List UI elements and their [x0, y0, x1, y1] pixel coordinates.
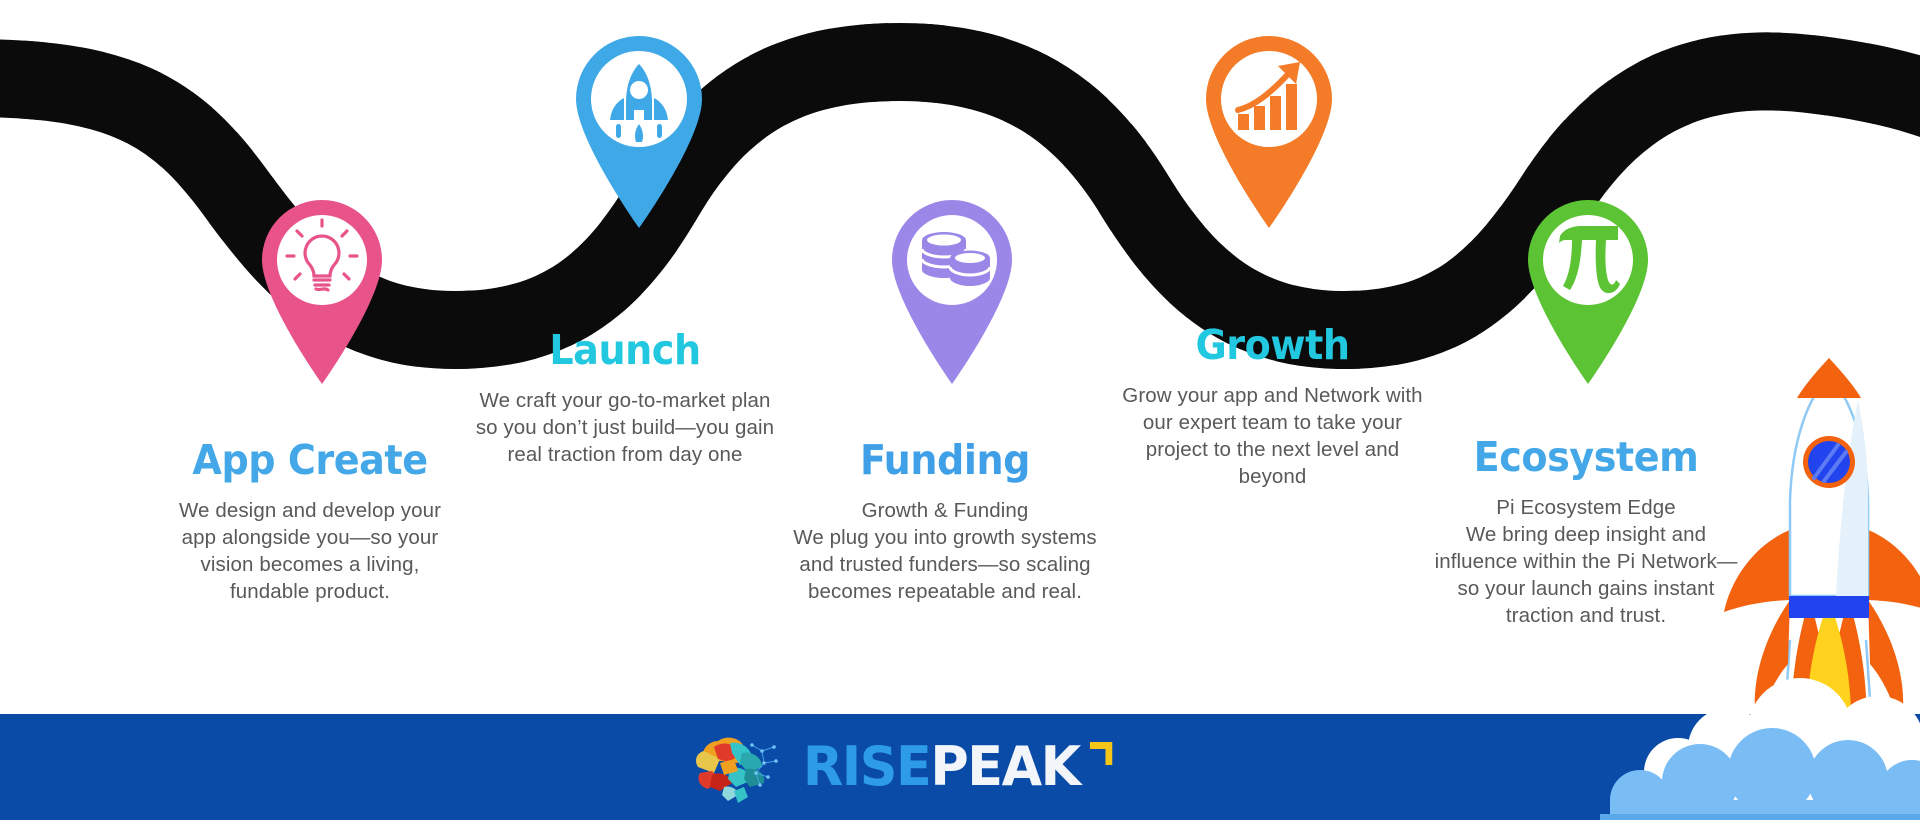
logo-wordmark: RISE PEAK: [803, 739, 1115, 795]
step-title-launch: Launch: [549, 326, 701, 374]
footer-band: [0, 714, 1920, 820]
step-body-launch: We craft your go-to-market plan so you d…: [475, 389, 775, 466]
step-launch: Launch We craft your go-to-market plan s…: [470, 330, 780, 468]
pi-symbol-icon: [1559, 226, 1620, 294]
logo-peak-text: PEAK: [930, 735, 1081, 798]
arrow-up-right-icon: [1089, 742, 1112, 765]
step-body-funding: Growth & Funding We plug you into growth…: [793, 499, 1097, 603]
growth-chart-icon: [1235, 62, 1300, 130]
step-ecosystem: Ecosystem Pi Ecosystem Edge We bring dee…: [1432, 437, 1740, 629]
step-growth: Growth Grow your app and Network with ou…: [1120, 325, 1425, 490]
step-title-funding: Funding: [859, 436, 1030, 484]
step-title-ecosystem: Ecosystem: [1473, 433, 1699, 481]
step-title-growth: Growth: [1195, 321, 1350, 369]
pin-launch[interactable]: [572, 32, 706, 230]
step-body-app-create: We design and develop your app alongside…: [178, 499, 442, 603]
step-funding: Funding Growth & Funding We plug you int…: [790, 440, 1100, 605]
step-body-ecosystem: Pi Ecosystem Edge We bring deep insight …: [1434, 496, 1738, 627]
lightbulb-icon: [285, 218, 359, 292]
pin-ecosystem[interactable]: [1524, 196, 1652, 386]
step-title-app-create: App Create: [192, 436, 428, 484]
coins-icon: [920, 232, 992, 286]
logo-rise-text: RISE: [802, 735, 932, 798]
pin-funding[interactable]: [888, 196, 1016, 386]
rocket-icon: [610, 64, 668, 142]
pin-growth[interactable]: [1202, 32, 1336, 230]
step-app-create: App Create We design and develop your ap…: [160, 440, 460, 605]
pin-app-create[interactable]: [258, 196, 386, 386]
step-body-growth: Grow your app and Network with our exper…: [1122, 384, 1423, 488]
brain-icon: [696, 737, 778, 803]
